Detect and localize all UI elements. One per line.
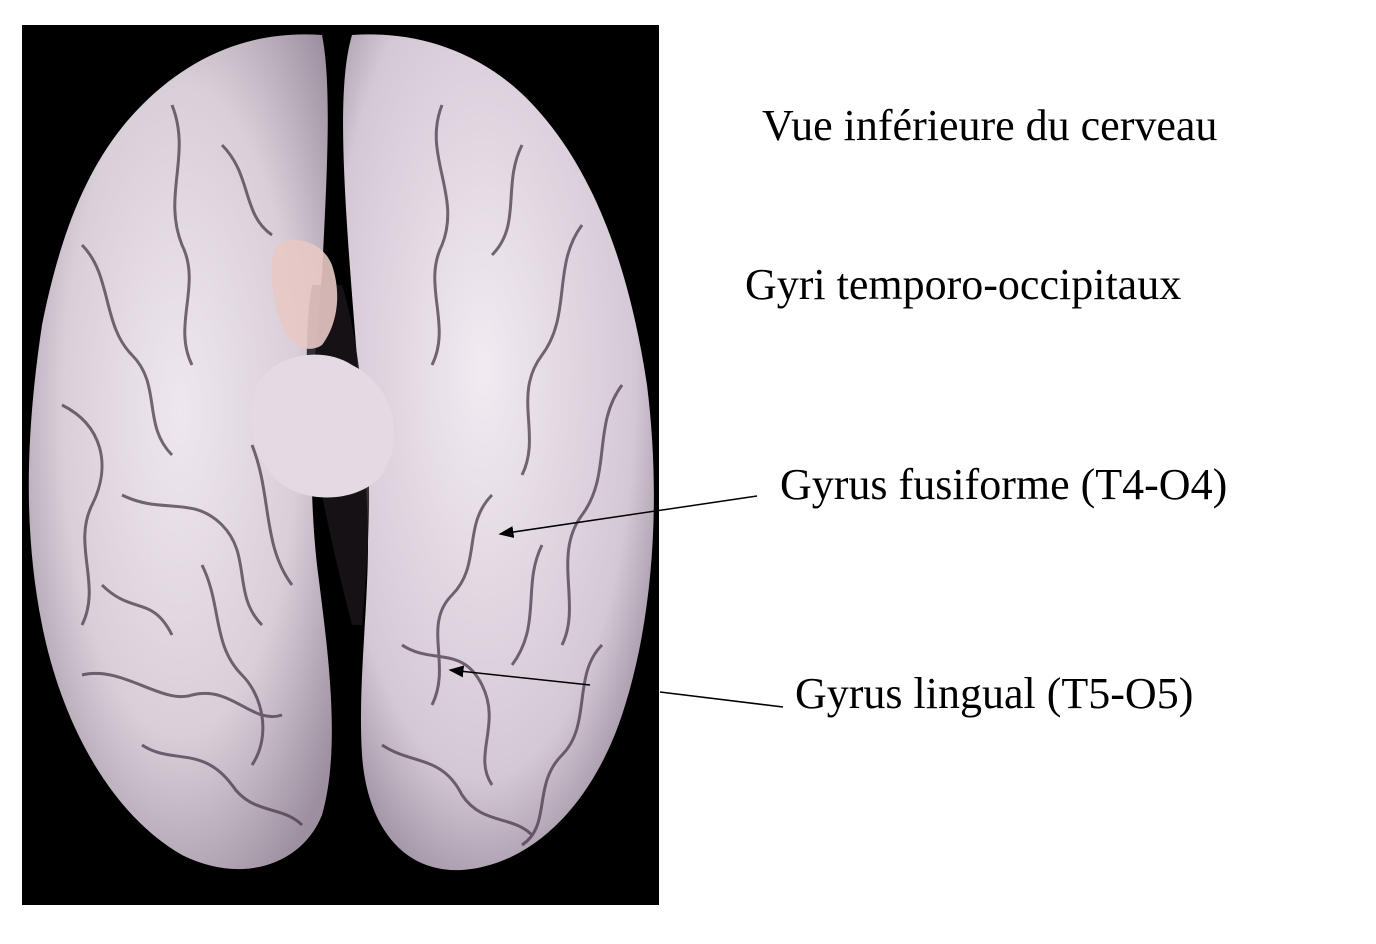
left-sulci bbox=[61, 104, 304, 827]
brain-inferior-view-illustration bbox=[22, 25, 659, 905]
lingual-gyrus-label: Gyrus lingual (T5-O5) bbox=[795, 669, 1194, 718]
figure-subtitle: Gyri temporo-occipitaux bbox=[745, 260, 1182, 309]
brain-photograph bbox=[22, 25, 659, 905]
left-hemisphere bbox=[28, 34, 332, 870]
fusiform-gyrus-label: Gyrus fusiforme (T4-O4) bbox=[780, 460, 1228, 509]
brainstem bbox=[250, 354, 395, 498]
figure-title: Vue inférieure du cerveau bbox=[762, 101, 1218, 150]
right-hemisphere bbox=[343, 34, 654, 871]
lingual-leader-line bbox=[659, 691, 784, 708]
right-sulci bbox=[381, 104, 624, 847]
